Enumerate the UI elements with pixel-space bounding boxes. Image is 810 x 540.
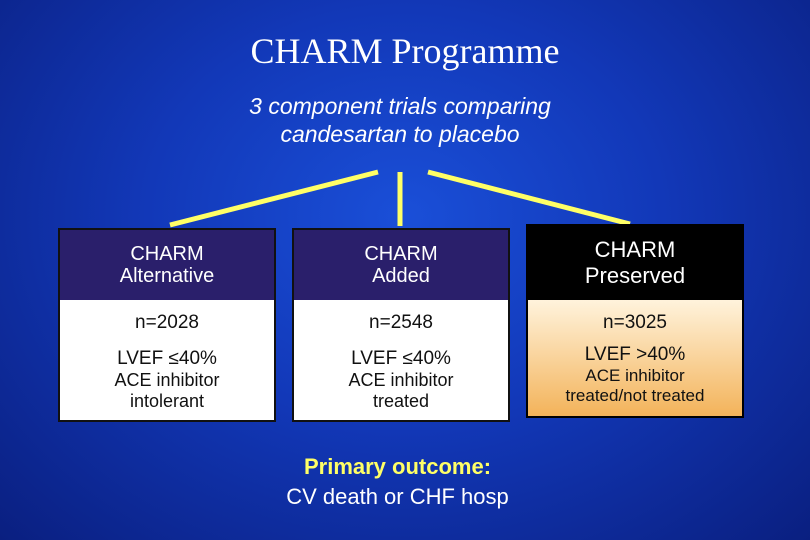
- trial-n: n=2548: [369, 312, 433, 333]
- trial-ace-line-2: treated: [372, 391, 430, 411]
- trial-body: n=2028 LVEF ≤40% ACE inhibitor intoleran…: [60, 300, 274, 420]
- outcome-text: CV death or CHF hosp: [286, 484, 509, 509]
- slide-subtitle: 3 component trials comparing candesartan…: [0, 92, 800, 148]
- trial-ace-line-1: ACE inhibitor: [585, 366, 685, 385]
- connector-left: [169, 169, 379, 228]
- trial-box-preserved: CHARM Preserved n=3025 LVEF >40% ACE inh…: [526, 224, 744, 418]
- trial-name-line-1: CHARM: [594, 237, 676, 262]
- trial-body: n=3025 LVEF >40% ACE inhibitor treated/n…: [528, 300, 742, 416]
- trial-name-line-2: Preserved: [584, 263, 686, 288]
- trial-body: n=2548 LVEF ≤40% ACE inhibitor treated: [294, 300, 508, 420]
- trial-ace-line-1: ACE inhibitor: [114, 370, 220, 390]
- trial-ace-line-2: intolerant: [129, 391, 205, 411]
- outcome-label: Primary outcome:: [303, 454, 492, 479]
- primary-outcome: Primary outcome: CV death or CHF hosp: [200, 452, 595, 512]
- subtitle-line-1: 3 component trials comparing: [249, 93, 551, 119]
- trial-box-alternative: CHARM Alternative n=2028 LVEF ≤40% ACE i…: [58, 228, 276, 422]
- trial-header: CHARM Alternative: [60, 230, 274, 300]
- trial-name-line-2: Added: [372, 265, 430, 287]
- trial-name-line-1: CHARM: [364, 243, 438, 265]
- trial-lvef: LVEF ≤40%: [351, 348, 451, 369]
- connector-right: [427, 169, 631, 227]
- trial-ace-line-2: treated/not treated: [565, 386, 705, 405]
- trial-n: n=3025: [603, 312, 667, 333]
- trial-header: CHARM Added: [294, 230, 508, 300]
- trial-lvef: LVEF ≤40%: [117, 348, 217, 369]
- trial-name-line-2: Alternative: [119, 265, 215, 287]
- trial-header: CHARM Preserved: [528, 226, 742, 300]
- trial-name-line-1: CHARM: [130, 243, 204, 265]
- trial-lvef: LVEF >40%: [584, 344, 686, 365]
- trial-n: n=2028: [135, 312, 199, 333]
- trial-ace-line-1: ACE inhibitor: [348, 370, 454, 390]
- trial-box-added: CHARM Added n=2548 LVEF ≤40% ACE inhibit…: [292, 228, 510, 422]
- subtitle-line-2: candesartan to placebo: [280, 121, 520, 147]
- slide-title: CHARM Programme: [250, 31, 560, 71]
